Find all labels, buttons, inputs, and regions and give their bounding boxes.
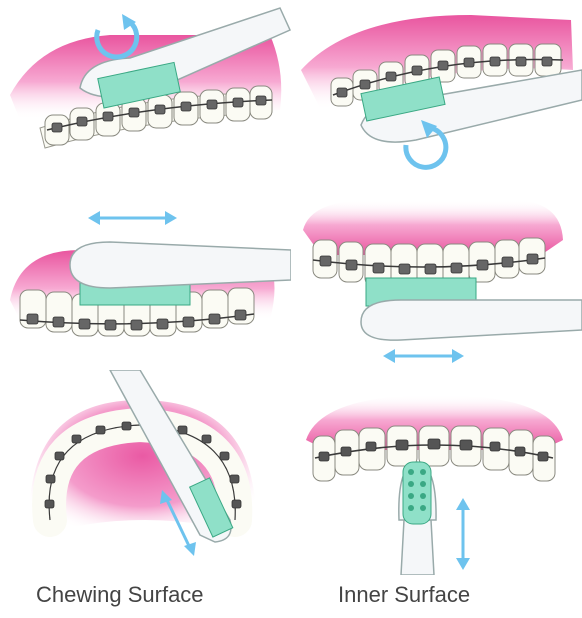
panel-lower-chewing <box>0 180 291 370</box>
toothbrush <box>399 462 436 575</box>
vertical-arrow <box>456 498 470 570</box>
panel-arch-chewing <box>0 370 291 575</box>
panel-upper-inner <box>291 180 582 370</box>
toothbrush <box>361 278 582 340</box>
panel-lower-chewing-illustration <box>0 180 291 370</box>
panel-arch-chewing-illustration <box>0 370 291 575</box>
panel-lower-inner <box>291 0 582 180</box>
caption-inner-surface: Inner Surface <box>338 582 470 608</box>
panel-front-inner-illustration <box>291 370 582 575</box>
panel-upper-outer-illustration <box>0 0 291 180</box>
horizontal-arrow <box>88 211 177 225</box>
caption-chewing-surface: Chewing Surface <box>36 582 204 608</box>
panel-upper-inner-illustration <box>291 180 582 370</box>
panel-upper-outer <box>0 0 291 180</box>
panel-lower-inner-illustration <box>291 0 582 180</box>
horizontal-arrow <box>383 349 464 363</box>
panel-front-inner <box>291 370 582 575</box>
